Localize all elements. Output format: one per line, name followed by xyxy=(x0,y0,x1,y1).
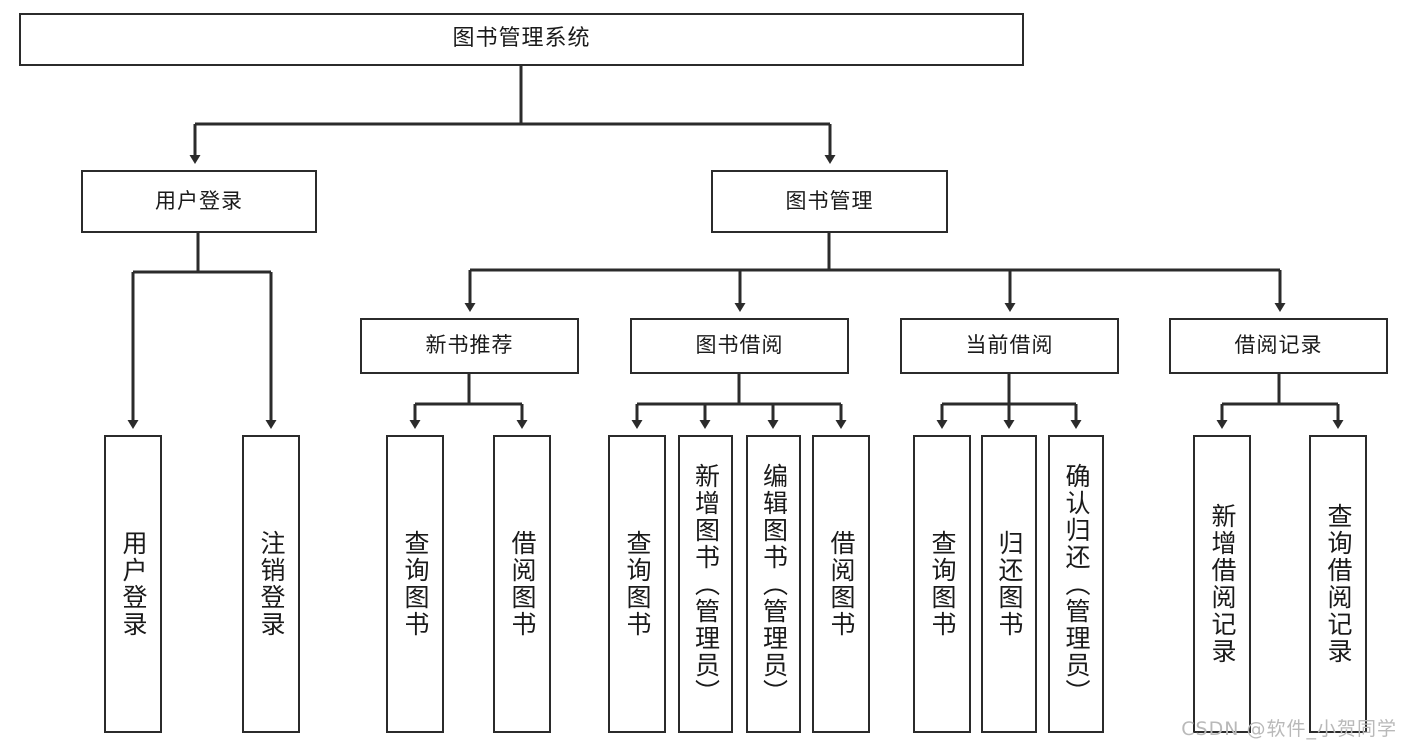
leaf-new-book-borrow[interactable]: 借阅图书 xyxy=(493,435,551,733)
leaf-book-borrow-borrow[interactable]: 借阅图书 xyxy=(812,435,870,733)
node-current-borrow[interactable]: 当前借阅 xyxy=(900,318,1119,374)
watermark-text: CSDN @软件_小贺同学 xyxy=(1181,718,1397,740)
leaf-user-login-logout[interactable]: 注销登录 xyxy=(242,435,300,733)
leaf-current-borrow-confirm-admin[interactable]: 确认归还（管理员） xyxy=(1048,435,1104,733)
leaf-user-login-login[interactable]: 用户登录 xyxy=(104,435,162,733)
leaf-new-book-query[interactable]: 查询图书 xyxy=(386,435,444,733)
leaf-book-borrow-query[interactable]: 查询图书 xyxy=(608,435,666,733)
node-root-system[interactable]: 图书管理系统 xyxy=(19,13,1024,66)
node-new-book-recommend[interactable]: 新书推荐 xyxy=(360,318,579,374)
node-borrow-record[interactable]: 借阅记录 xyxy=(1169,318,1388,374)
node-user-login[interactable]: 用户登录 xyxy=(81,170,317,233)
leaf-current-borrow-return[interactable]: 归还图书 xyxy=(981,435,1037,733)
leaf-borrow-record-query[interactable]: 查询借阅记录 xyxy=(1309,435,1367,733)
leaf-book-borrow-edit-admin[interactable]: 编辑图书（管理员） xyxy=(746,435,801,733)
leaf-current-borrow-query[interactable]: 查询图书 xyxy=(913,435,971,733)
leaf-borrow-record-add[interactable]: 新增借阅记录 xyxy=(1193,435,1251,733)
node-book-management[interactable]: 图书管理 xyxy=(711,170,948,233)
node-book-borrow[interactable]: 图书借阅 xyxy=(630,318,849,374)
leaf-book-borrow-add-admin[interactable]: 新增图书（管理员） xyxy=(678,435,733,733)
